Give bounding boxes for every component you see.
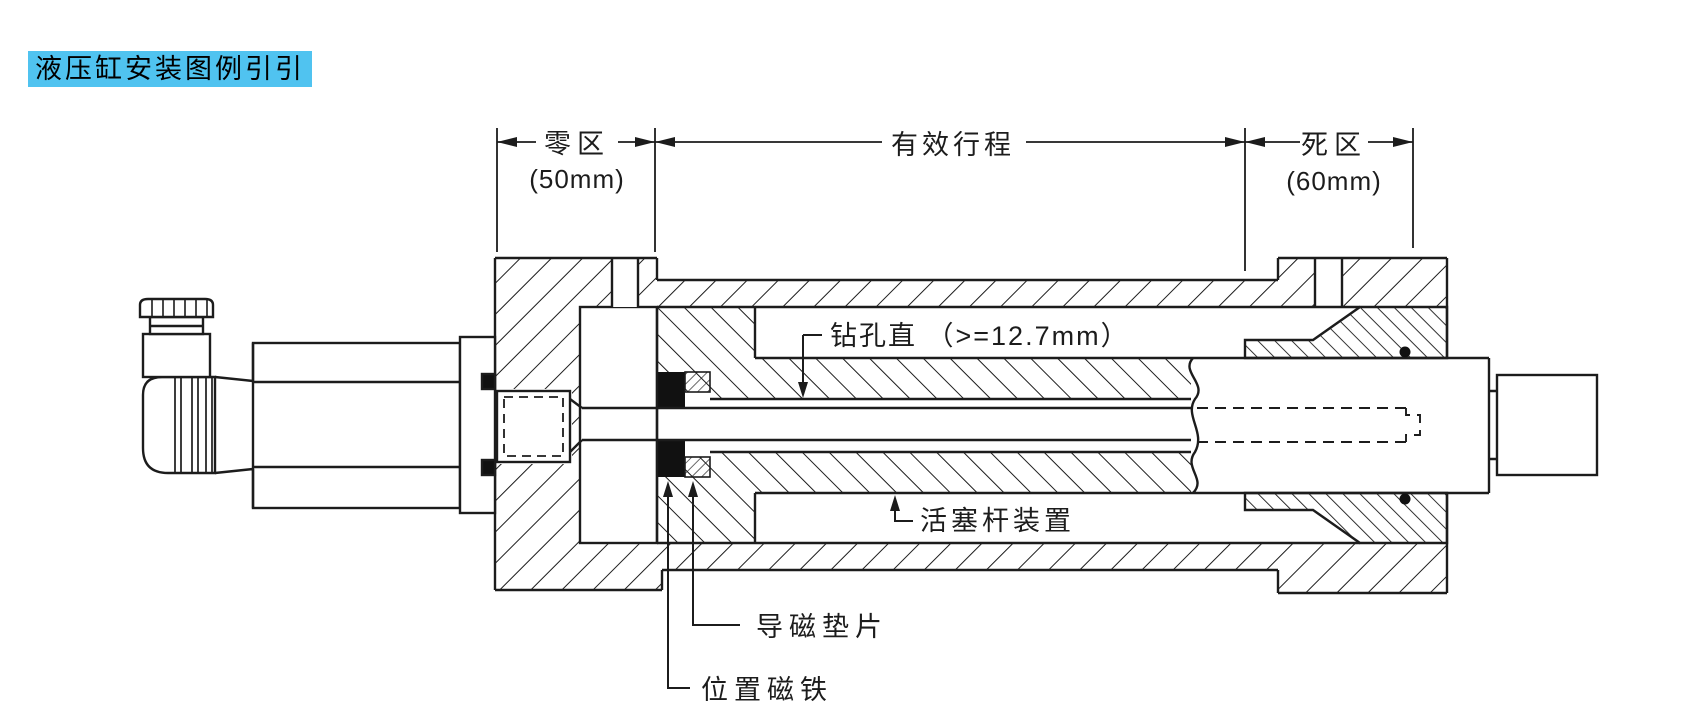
position-magnet-upper — [657, 372, 685, 408]
dim-value-zero-zone: (50mm) — [529, 164, 625, 194]
leader-position-magnet — [667, 485, 690, 689]
position-magnet-lower — [657, 440, 685, 477]
rod-gland — [1243, 305, 1449, 545]
magnetic-washer-upper — [684, 371, 711, 393]
callout-drill-hole: 钻孔直 （>=12.7mm） — [830, 321, 1130, 351]
magnet-pocket-lower — [685, 440, 710, 457]
piston-rod-outline — [582, 307, 1599, 543]
elbow-connector — [141, 332, 212, 379]
leader-magnetic-washer — [692, 485, 740, 626]
flange-screw-upper — [480, 372, 497, 391]
dimension-arrows — [497, 137, 1413, 147]
cylinder-barrel — [657, 280, 1278, 570]
callout-magnetic-washer: 导磁垫片 — [756, 612, 888, 642]
cable-gland — [141, 375, 217, 475]
leader-arrowheads — [663, 382, 900, 511]
sensor-flange — [458, 335, 497, 515]
plug-bore-opening — [495, 389, 572, 464]
magnetic-washer-lower — [684, 456, 711, 478]
callout-piston-rod-assembly: 活塞杆装置 — [920, 506, 1075, 536]
o-ring-upper — [1399, 346, 1411, 358]
right-cap-outline — [1276, 256, 1449, 595]
tie-rod-slot-right — [1315, 258, 1342, 307]
extension-lines — [496, 128, 1414, 271]
page-title: 液压缸安装图例引引 — [28, 51, 312, 87]
sensor-threaded-plug — [495, 389, 583, 464]
callout-position-magnet: 位置磁铁 — [701, 675, 833, 705]
break-line — [1188, 357, 1200, 494]
piston-rod-section — [755, 358, 1191, 493]
drill-bore-hidden-lines — [1197, 407, 1421, 443]
magnet-pocket-upper — [685, 392, 710, 408]
right-end-cap — [1278, 258, 1447, 593]
flange-screw-lower — [480, 458, 497, 477]
piston-head — [657, 307, 755, 543]
knurled-nut — [138, 297, 215, 319]
dim-label-zero-zone: 零区 — [544, 129, 610, 159]
dim-label-dead-zone: 死区 — [1301, 130, 1367, 160]
dim-value-dead-zone: (60mm) — [1286, 166, 1382, 196]
rod-end-block — [1495, 373, 1599, 477]
gland-ribs — [174, 377, 213, 473]
knurl-lines — [151, 299, 208, 317]
tie-rod-slot-left — [612, 258, 638, 307]
cap-inner-bearing — [578, 305, 659, 545]
dim-label-effective-stroke: 有效行程 — [891, 130, 1015, 160]
sensor-transducer — [138, 297, 497, 515]
o-ring-lower — [1399, 493, 1411, 505]
sensor-body — [251, 341, 462, 510]
